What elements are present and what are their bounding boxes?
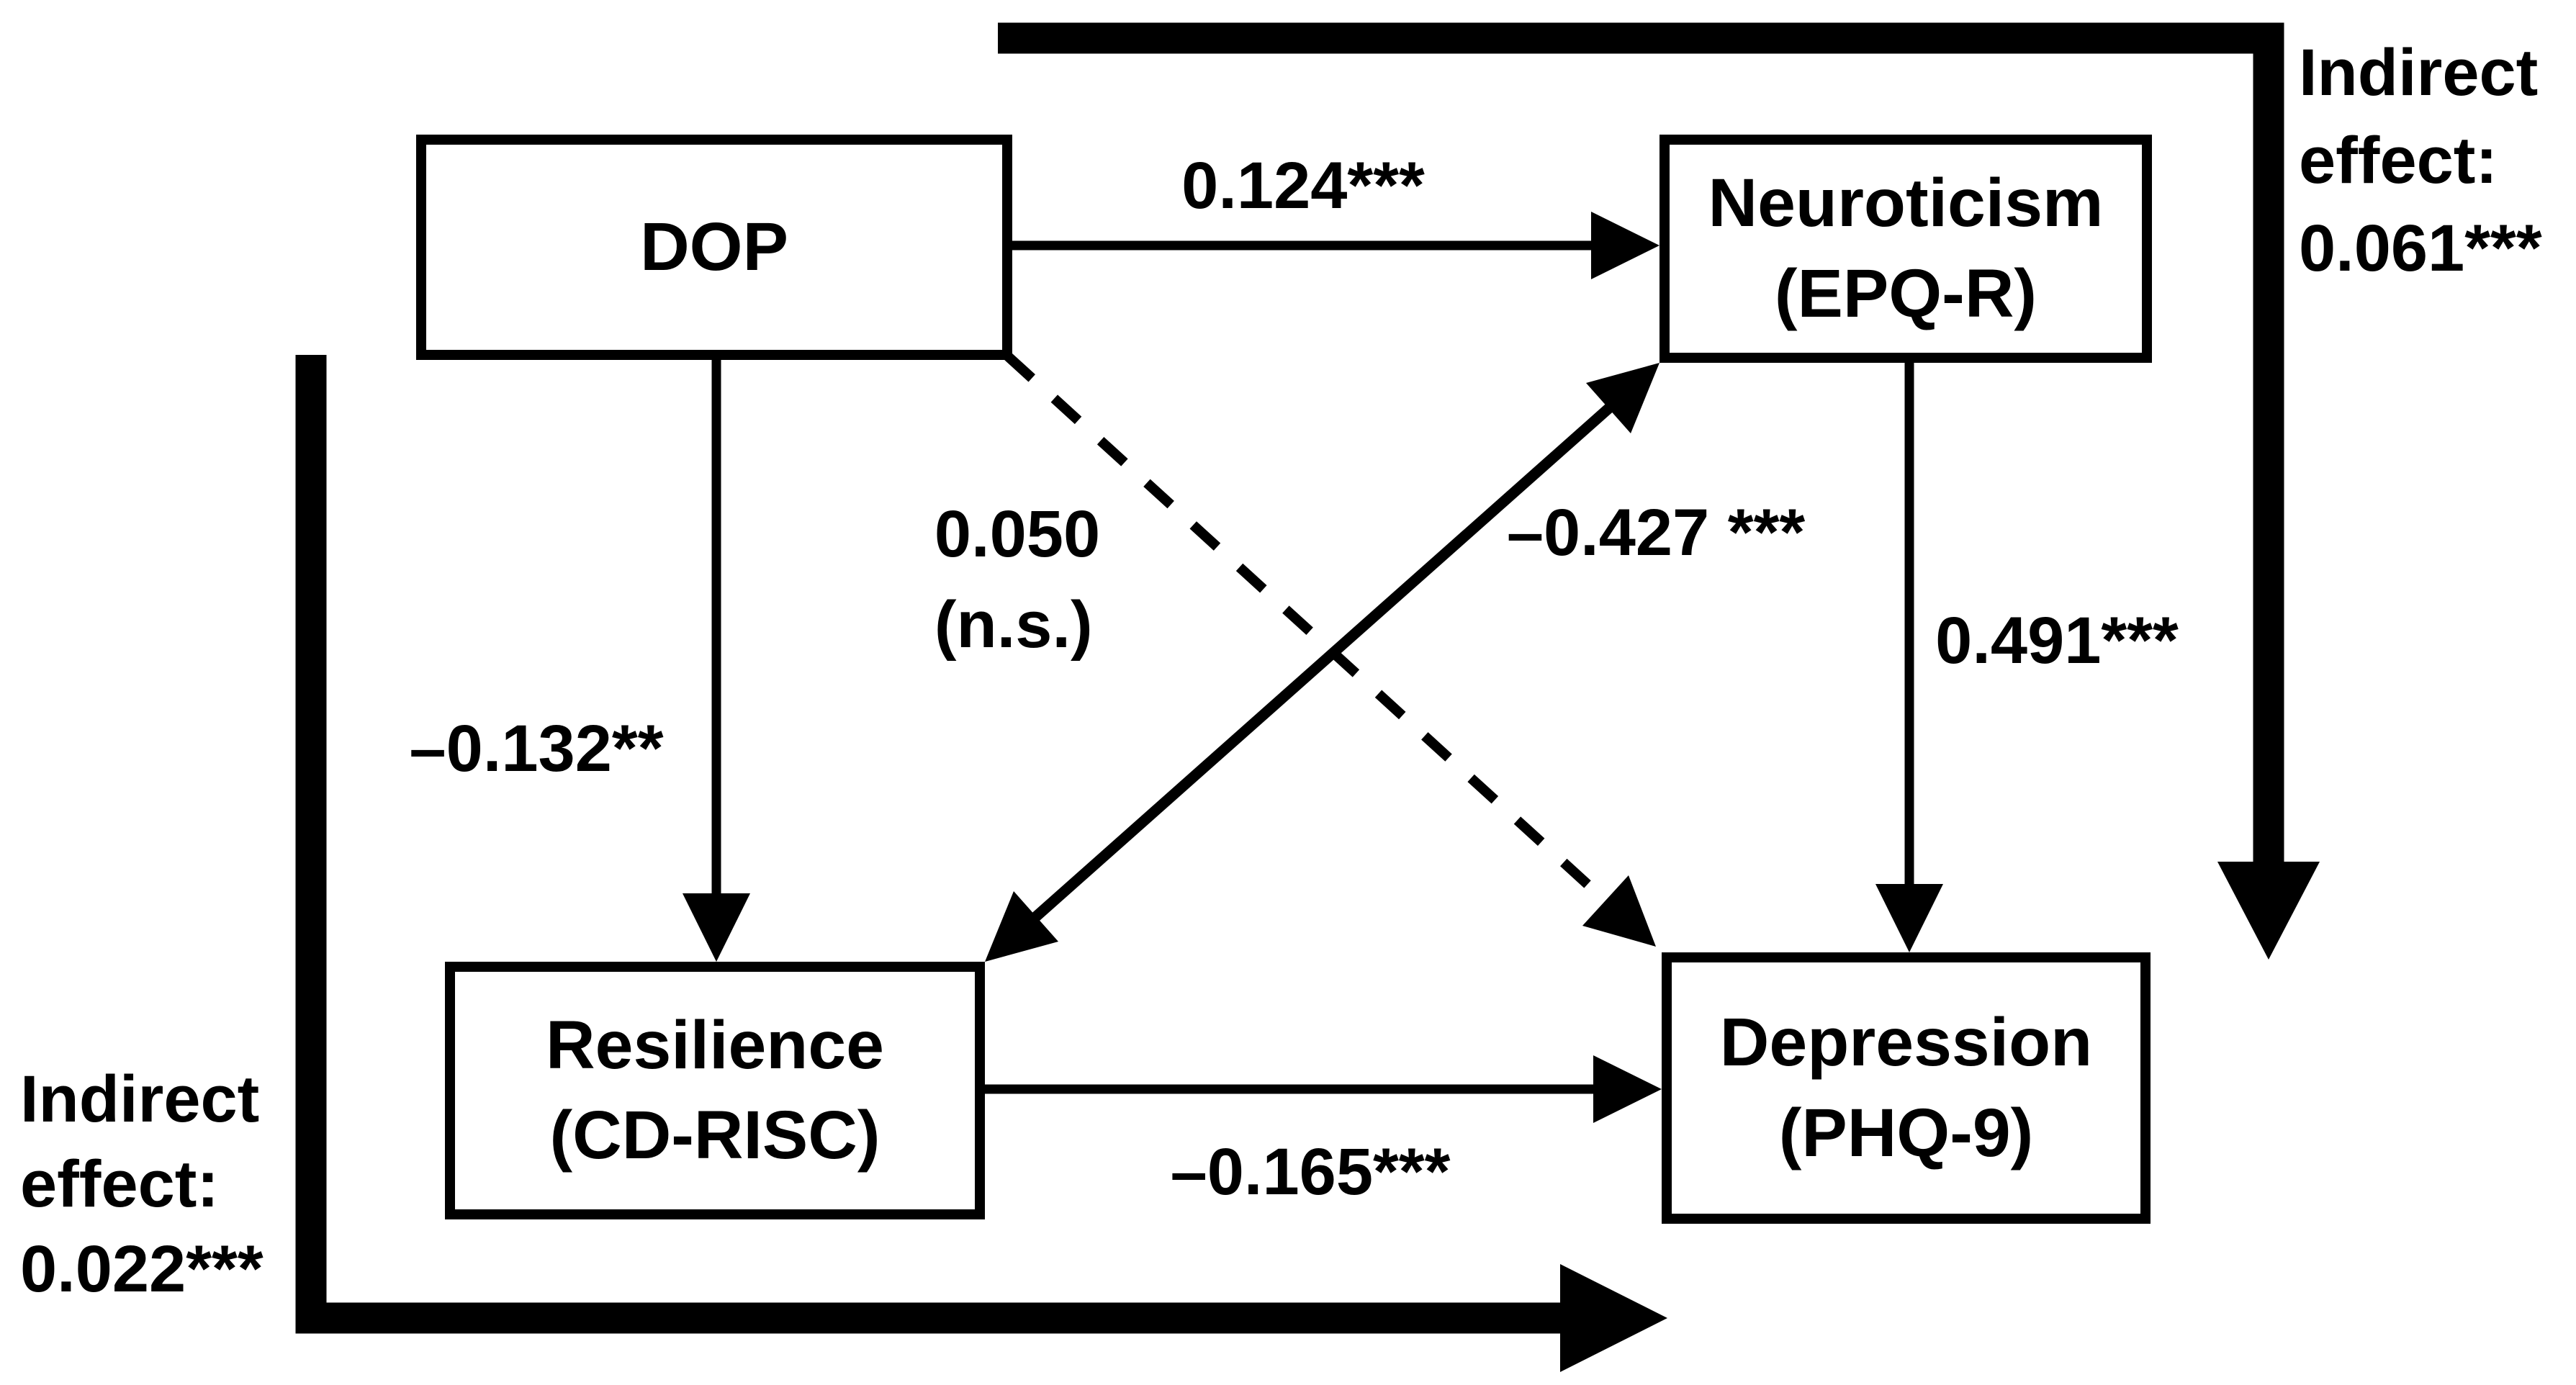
- node-neuroticism-sublabel: (EPQ-R): [1774, 255, 2037, 332]
- indirect-effect-right-value: 0.061***: [2299, 212, 2542, 285]
- arrowhead-dop-resilience: [683, 893, 750, 962]
- indirect-effect-right-line1: Indirect: [2299, 36, 2539, 109]
- node-dop: DOP: [416, 135, 1012, 360]
- indirect-arrow-left: [295, 355, 1562, 1334]
- arrowhead-resilience-depression: [1593, 1055, 1662, 1123]
- indirect-arrowhead-right: [2217, 862, 2320, 960]
- indirect-effect-left-label: Indirect effect: 0.022***: [20, 1057, 264, 1312]
- node-dop-label: DOP: [640, 208, 788, 285]
- node-resilience-sublabel: (CD-RISC): [549, 1097, 881, 1173]
- arrowhead-resilience-neuroticism-bottom: [985, 891, 1058, 962]
- path-label-dop-depression-value: 0.050: [934, 497, 1101, 571]
- arrowhead-neuroticism-depression: [1875, 884, 1943, 952]
- indirect-arrowhead-left: [1560, 1264, 1667, 1372]
- path-label-dop-neuroticism: 0.124***: [1181, 149, 1425, 222]
- node-resilience-label: Resilience: [546, 1006, 884, 1083]
- arrow-resilience-neuroticism: [1030, 402, 1614, 923]
- path-label-dop-depression-ns: (n.s.): [934, 588, 1093, 662]
- indirect-effect-left-line1: Indirect: [20, 1063, 260, 1136]
- arrowhead-dop-neuroticism: [1591, 212, 1659, 279]
- path-label-resilience-neuroticism: –0.427 ***: [1506, 496, 1806, 569]
- path-label-neuroticism-depression: 0.491***: [1935, 604, 2179, 677]
- node-neuroticism: Neuroticism (EPQ-R): [1659, 135, 2152, 363]
- node-neuroticism-label: Neuroticism: [1708, 165, 2104, 242]
- indirect-effect-left-line2: effect:: [20, 1147, 220, 1221]
- path-label-dop-depression: 0.050 (n.s.): [935, 489, 1100, 670]
- indirect-arrow-right: [998, 22, 2284, 864]
- node-depression-sublabel: (PHQ-9): [1778, 1094, 2034, 1171]
- arrow-dashed-dop-depression: [1004, 352, 1611, 906]
- node-resilience: Resilience (CD-RISC): [445, 962, 985, 1219]
- arrowhead-dop-depression: [1582, 875, 1656, 947]
- indirect-effect-left-value: 0.022***: [20, 1232, 264, 1306]
- path-label-resilience-depression: –0.165***: [1170, 1135, 1451, 1209]
- node-depression-label: Depression: [1719, 1004, 2093, 1081]
- indirect-effect-right-label: Indirect effect: 0.061***: [2299, 29, 2542, 292]
- path-label-dop-resilience: –0.132**: [409, 712, 664, 785]
- arrowhead-resilience-neuroticism-top: [1586, 363, 1659, 433]
- node-depression: Depression (PHQ-9): [1662, 952, 2151, 1224]
- indirect-effect-right-line2: effect:: [2299, 124, 2498, 197]
